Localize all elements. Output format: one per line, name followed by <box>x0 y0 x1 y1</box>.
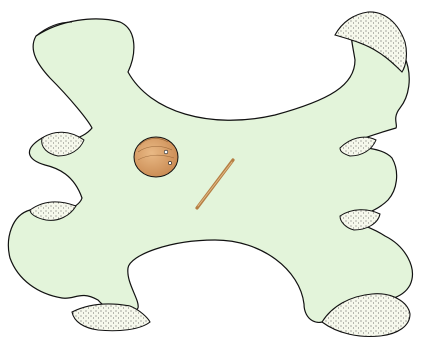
sclerite-body <box>8 14 412 323</box>
